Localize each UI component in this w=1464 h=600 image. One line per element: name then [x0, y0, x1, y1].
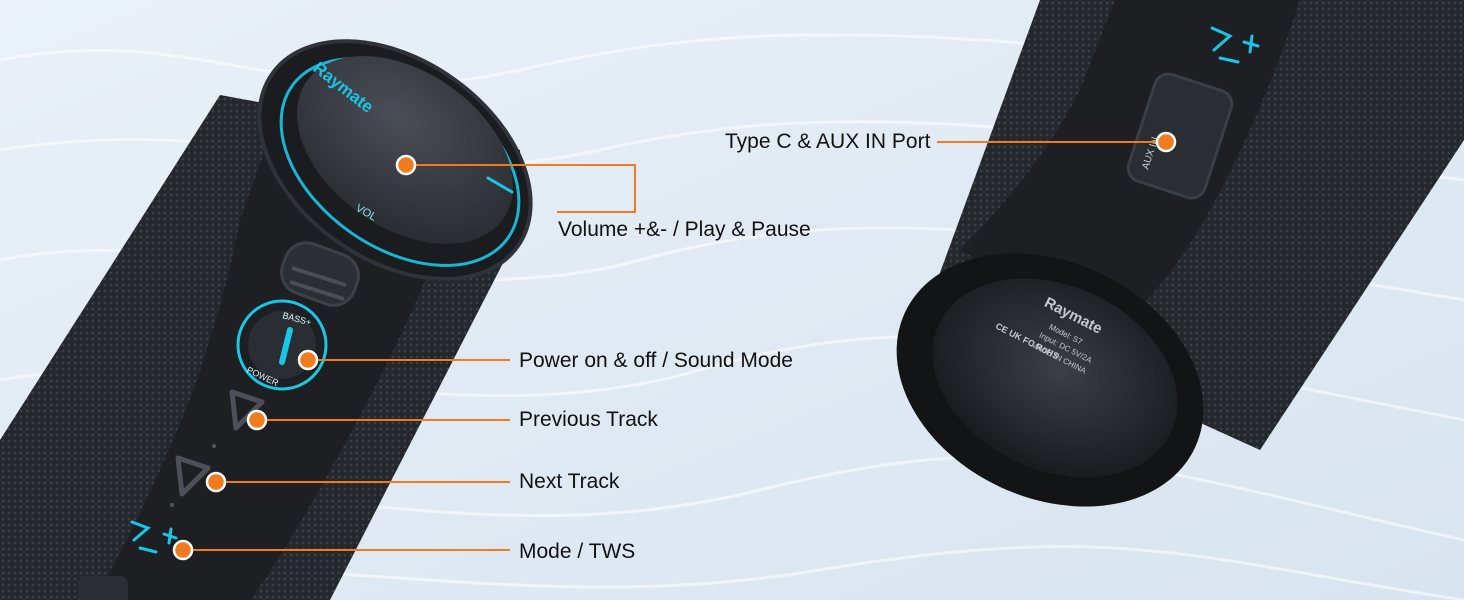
knob-indicator	[486, 176, 514, 194]
callout-port-label: Type C & AUX IN Port	[725, 130, 931, 153]
rocker-button[interactable]	[275, 237, 364, 312]
callout-dots	[172, 131, 1177, 561]
port-cover[interactable]	[1125, 70, 1236, 201]
rocker-ridge	[289, 280, 345, 301]
callout-lines	[183, 141, 1164, 551]
bottom-port-cover	[78, 576, 128, 600]
rocker-ridge	[291, 266, 347, 287]
callout-power-label: Power on & off / Sound Mode	[519, 349, 793, 372]
callout-dot-power	[297, 349, 319, 371]
power-icon	[279, 327, 293, 365]
callout-dot-next	[205, 471, 227, 493]
next-track-icon[interactable]	[175, 455, 211, 497]
separator-dot	[170, 503, 174, 507]
mode-tws-icon-right	[1210, 26, 1260, 64]
mode-tws-icon[interactable]	[130, 520, 178, 554]
separator-dot	[212, 444, 216, 448]
left-speaker: Raymate VOL BASS+ POWER	[0, 17, 548, 600]
callout-volume-label: Volume +&- / Play & Pause	[558, 218, 811, 241]
callout-dot-mode	[172, 539, 194, 561]
volume-knob[interactable]	[262, 17, 548, 282]
power-button-ring	[236, 299, 328, 391]
callout-mode-label: Mode / TWS	[519, 540, 636, 563]
right-speaker: AUX IN Raymate Model: S7 Input: DC 5V/2A…	[896, 0, 1464, 507]
callout-dot-port	[1155, 131, 1177, 153]
callout-previous-label: Previous Track	[519, 408, 658, 431]
right-speaker-base-plate	[932, 278, 1178, 478]
callout-line-volume	[406, 164, 636, 213]
callout-dot-previous	[246, 409, 268, 431]
callout-dot-volume	[395, 154, 417, 176]
callout-next-label: Next Track	[519, 470, 620, 493]
